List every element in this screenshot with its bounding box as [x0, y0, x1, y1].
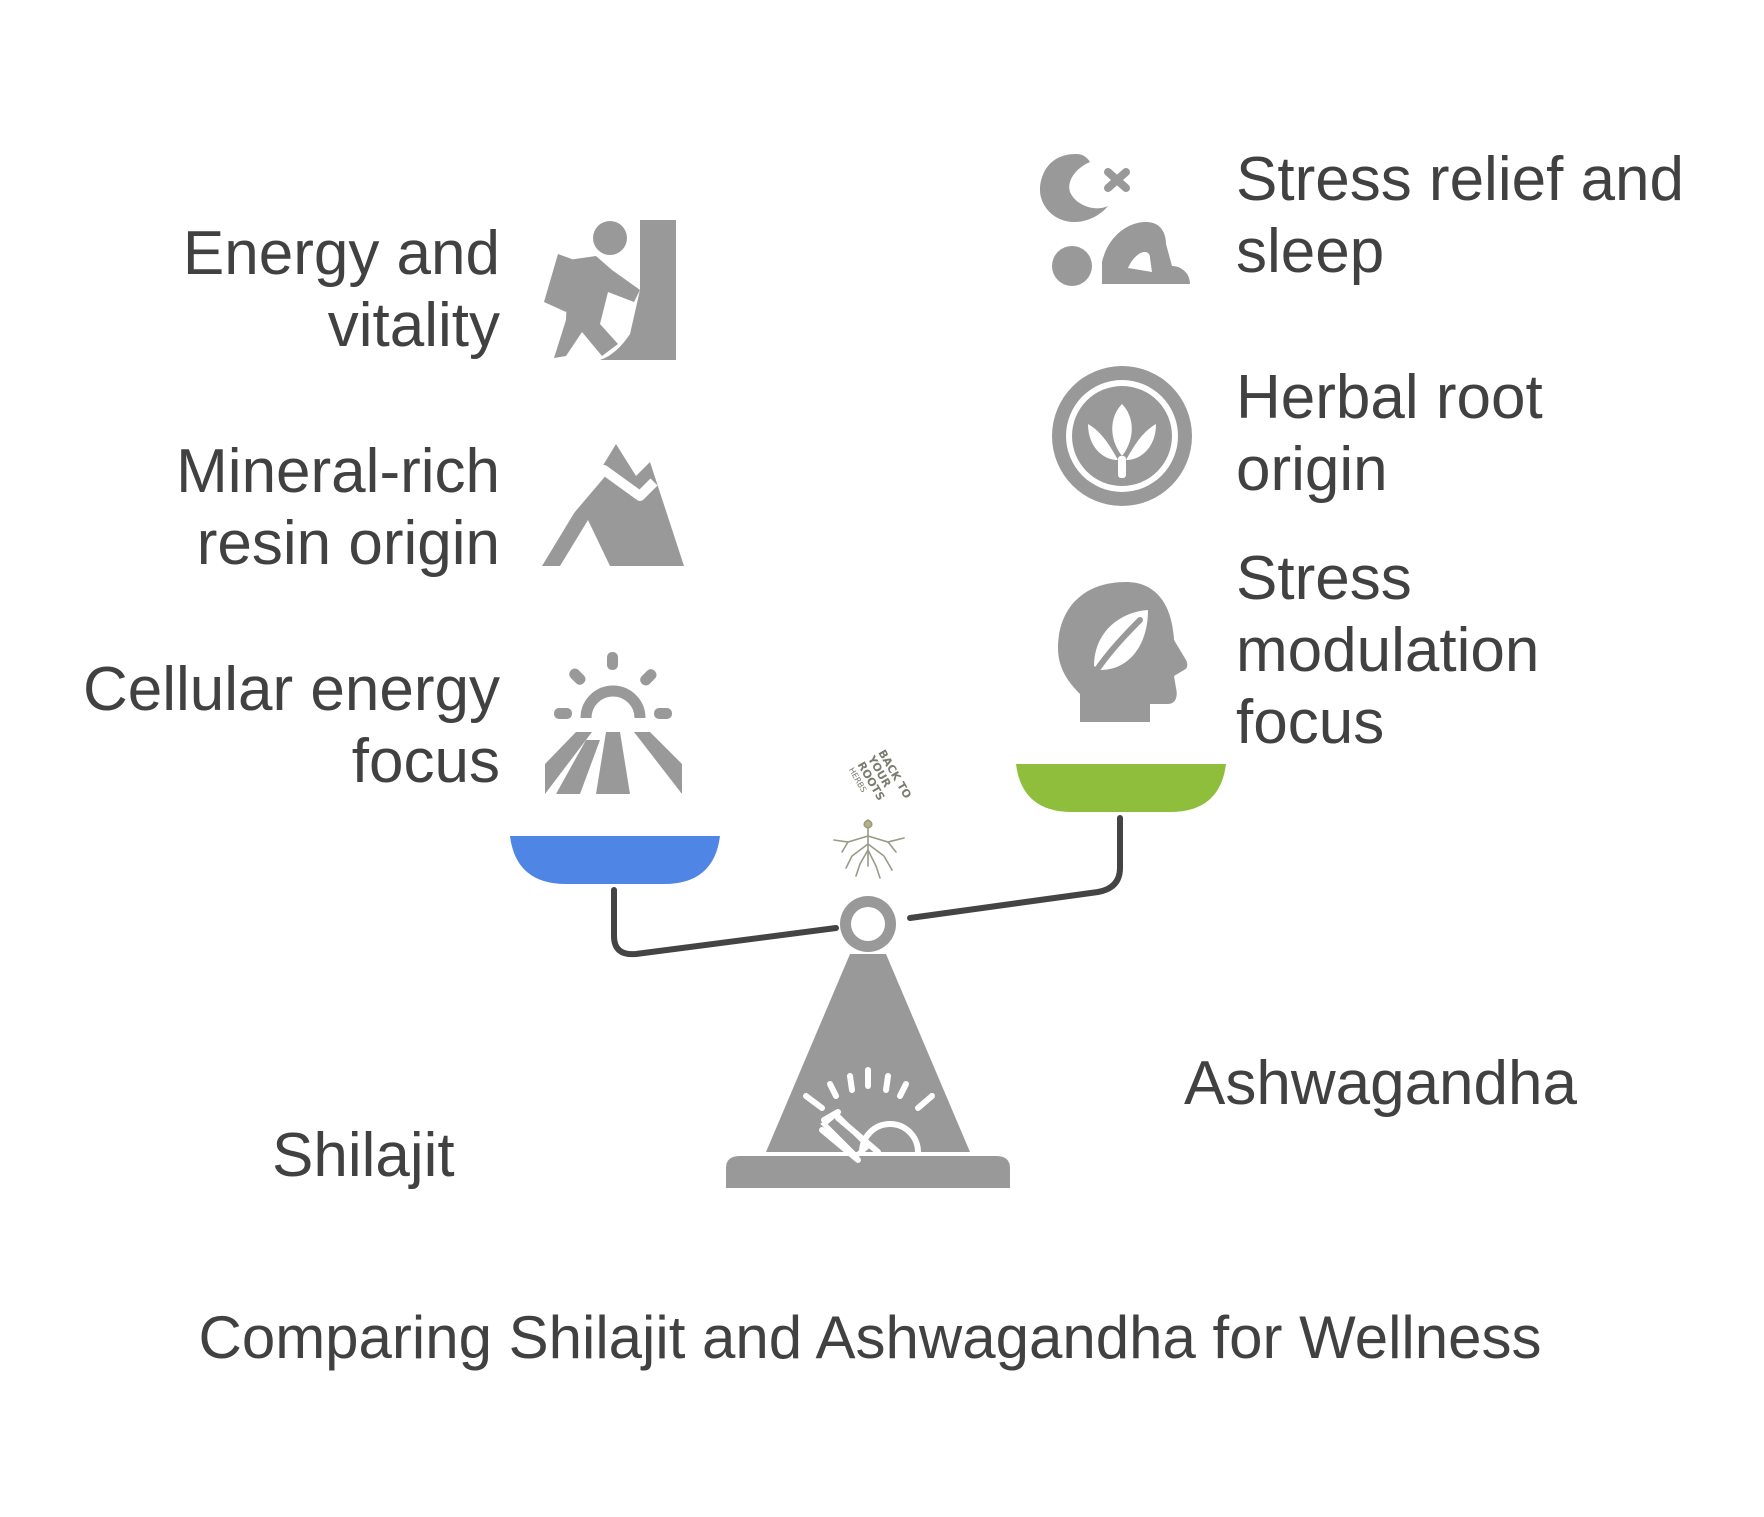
back-to-your-roots-logo: BACK TO YOUR ROOTS HERBS — [833, 747, 914, 879]
label-line: focus — [351, 727, 500, 796]
label-line: Energy and — [182, 219, 500, 288]
label-line: sleep — [1236, 217, 1385, 286]
balance-beam — [611, 815, 1123, 958]
label-line: origin — [1236, 435, 1388, 504]
diagram-title: Comparing Shilajit and Ashwagandha for W… — [198, 1304, 1542, 1371]
label-line: Stress relief and — [1236, 145, 1684, 214]
mind-leaf-icon — [1058, 582, 1188, 722]
label-line: Herbal root — [1236, 363, 1543, 432]
label-line: focus — [1236, 688, 1385, 757]
label-line: resin origin — [196, 509, 500, 578]
climber-icon — [544, 220, 676, 360]
label-cellular-energy: Cellular energy focus — [60, 654, 500, 798]
label-line: Mineral-rich — [176, 437, 500, 506]
label-stress-modulation: Stress modulation focus — [1236, 543, 1736, 759]
label-line: Cellular energy — [83, 655, 500, 724]
label-herbal-root: Herbal root origin — [1236, 362, 1736, 506]
label-line: Stress — [1236, 544, 1412, 613]
label-stress-relief-sleep: Stress relief and sleep — [1236, 144, 1736, 288]
sunrise-icon — [545, 652, 682, 794]
ashwagandha-pan — [1016, 764, 1226, 812]
mountain-icon — [542, 444, 684, 566]
herbal-leaf-icon — [1052, 366, 1192, 506]
ashwagandha-name: Ashwagandha — [1184, 1049, 1577, 1118]
gauge-icon — [803, 1067, 935, 1163]
shilajit-name: Shilajit — [272, 1121, 455, 1190]
sleep-icon — [1040, 154, 1190, 286]
label-line: vitality — [327, 291, 500, 360]
shilajit-pan — [510, 836, 720, 884]
label-energy-vitality: Energy and vitality — [60, 218, 500, 362]
label-mineral-resin: Mineral-rich resin origin — [60, 436, 500, 580]
label-line: modulation — [1236, 616, 1540, 685]
